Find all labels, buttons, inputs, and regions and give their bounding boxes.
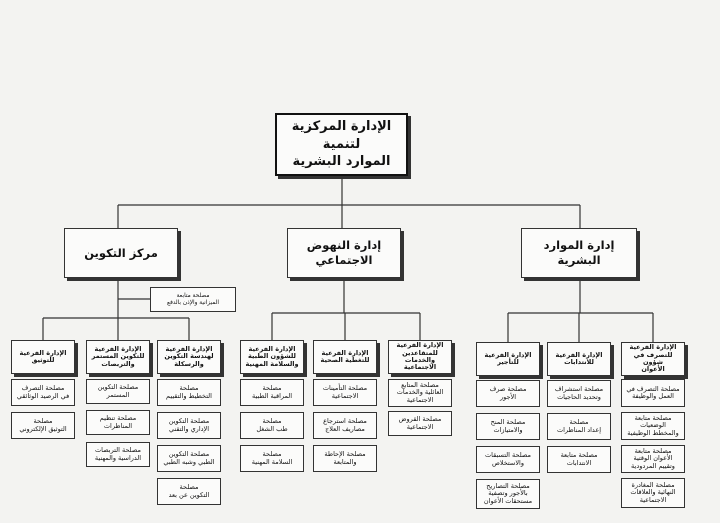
- dept-social-box: إدارة النهوض الاجتماعي: [287, 228, 401, 278]
- service-box: مصلحة متابعة الانتدابات: [547, 446, 611, 473]
- service-box: مصلحة التربصات الدراسية والمهنية: [86, 442, 150, 467]
- service-box: مصلحة طب الشغل: [240, 412, 304, 439]
- subunit-staff-affairs: الإدارة الفرعية للتصرف في شؤون الأعوان: [621, 342, 685, 376]
- service-box: مصلحة التوثيق الإلكتروني: [11, 412, 75, 439]
- service-box: مصلحة المنح والامتيازات: [476, 413, 540, 440]
- service-box: مصلحة التصاريح بالأجور وتصفية مستحقات ال…: [476, 479, 540, 509]
- subunit-recruitment: الإدارة الفرعية للانتدابات: [547, 342, 611, 376]
- service-box: مصلحة صرف الأجور: [476, 380, 540, 407]
- service-box: مصلحة استشراف وتحديد الحاجيات: [547, 380, 611, 407]
- service-box: مصلحة التسبقات والاستخلاص: [476, 446, 540, 473]
- service-box: مصلحة تنظيم المناظرات: [86, 410, 150, 435]
- subunit-payroll: الإدارة الفرعية للتأجير: [476, 342, 540, 376]
- dept-hr-box: إدارة الموارد البشرية: [521, 228, 637, 278]
- service-box: مصلحة التكوين عن بعد: [157, 478, 221, 505]
- service-box: مصلحة السلامة المهنية: [240, 445, 304, 472]
- budget-note-box: مصلحة متابعة الميزانية والإذن بالدفع: [150, 287, 236, 312]
- subunit-health-coverage: الإدارة الفرعية للتغطية الصحية: [313, 340, 377, 374]
- service-box: مصلحة المراقبة الطبية: [240, 379, 304, 406]
- service-box: مصلحة التخطيط والتقييم: [157, 379, 221, 406]
- root-box: الإدارة المركزية لتنمية الموارد البشرية: [275, 113, 408, 176]
- dept-training-box: مركز التكوين: [64, 228, 178, 278]
- service-box: مصلحة التصرف في العمل والوظيفة: [621, 379, 685, 407]
- service-box: مصلحة استرجاع مصاريف العلاج: [313, 412, 377, 439]
- service-box: مصلحة الإحاطة والمتابعة: [313, 445, 377, 472]
- service-box: مصلحة المتابع العائلية والخدمات الاجتماع…: [388, 379, 452, 407]
- service-box: مصلحة التأمينات الاجتماعية: [313, 379, 377, 406]
- service-box: مصلحة التصرف في الرصيد الوثائقي: [11, 379, 75, 406]
- service-box: مصلحة إعداد المناظرات: [547, 413, 611, 440]
- service-box: مصلحة القروض الاجتماعية: [388, 411, 452, 436]
- subunit-training-engineering: الإدارة الفرعية لهندسة التكوين والرسكلة: [157, 340, 221, 374]
- service-box: مصلحة التكوين الإداري والتقني: [157, 412, 221, 439]
- subunit-medical-safety: الإدارة الفرعية للشؤون الطبية والسلامة ا…: [240, 340, 304, 374]
- service-box: مصلحة التكوين الطبي وشبه الطبي: [157, 445, 221, 472]
- subunit-continuous-training: الإدارة الفرعية للتكوين المستمر والتربصا…: [86, 340, 150, 374]
- subunit-documentation: الإدارة الفرعية للتوثيق: [11, 340, 75, 374]
- subunit-retirees-services: الإدارة الفرعية للمتقاعدين والخدمات الاج…: [388, 340, 452, 374]
- service-box: مصلحة التكوين المستمر: [86, 379, 150, 404]
- service-box: مصلحة متابعة الأعوان الوقتية وتقييم المر…: [621, 445, 685, 473]
- service-box: مصلحة المغادرة النهائية والعلاقات الاجتم…: [621, 478, 685, 508]
- service-box: مصلحة متابعة الوضعيات والمخطط الوظيفية: [621, 412, 685, 440]
